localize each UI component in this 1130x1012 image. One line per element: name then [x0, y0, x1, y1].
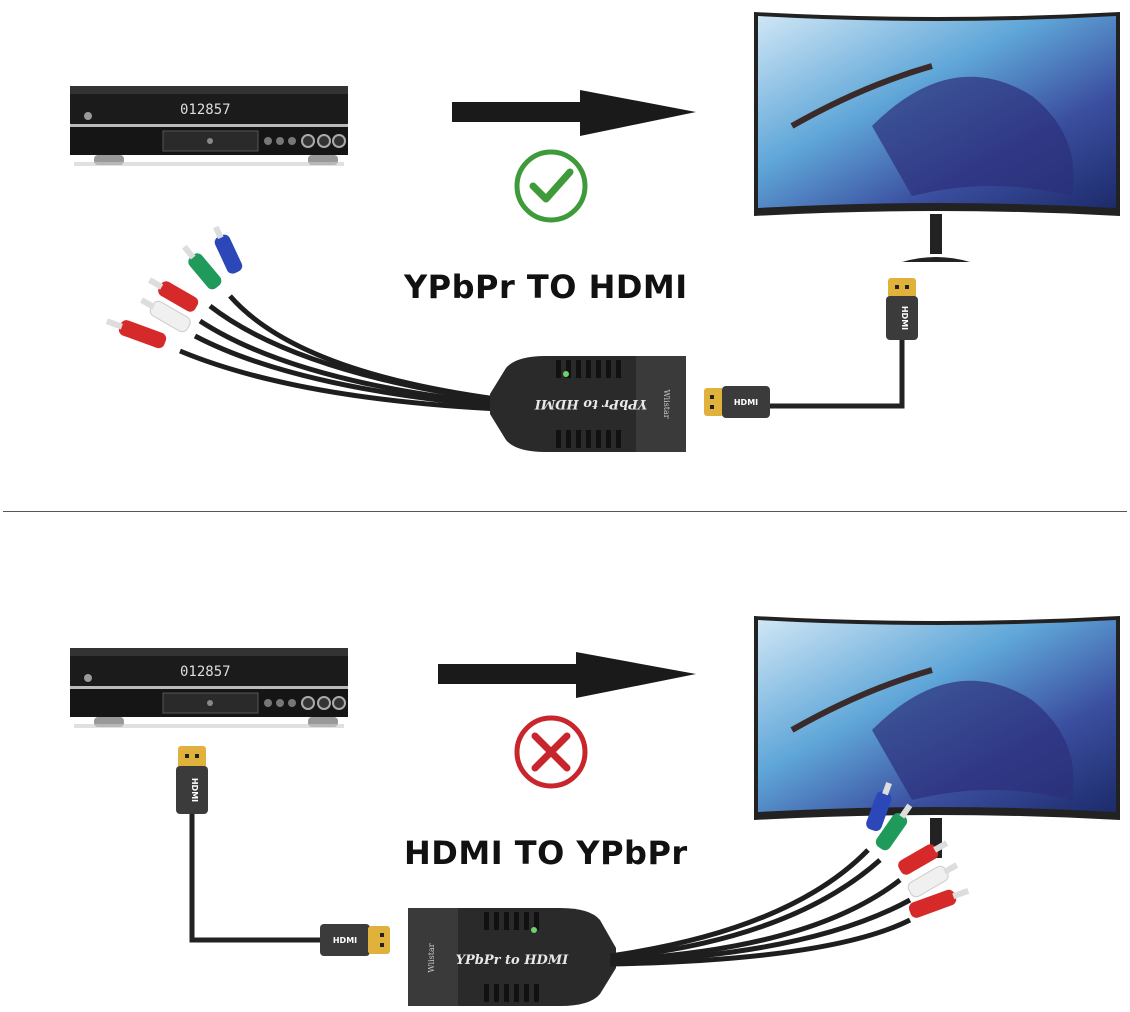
panel-hdmi-to-ypbpr: 012857 HDMI TO YPbPr	[0, 512, 1130, 1012]
section-divider	[3, 511, 1127, 512]
panel-ypbpr-to-hdmi: 012857 YPbPr TO HDMI	[70, 12, 1120, 452]
hdmi-cable-from-dvd: HDMI HDMI	[176, 746, 390, 956]
curved-monitor-illustration	[754, 12, 1120, 262]
dvd-player-illustration: 012857	[70, 648, 348, 728]
arrow-right-icon	[452, 90, 696, 136]
adapter-brand: Wiistar	[427, 943, 436, 972]
adapter-label: YPbPr to HDMI	[456, 953, 569, 968]
ypbpr-to-hdmi-adapter: YPbPr to HDMI Wiistar	[490, 356, 686, 452]
check-circle-icon	[514, 149, 588, 223]
panel-caption: HDMI TO YPbPr	[404, 834, 688, 872]
hdmi-plug-label: HDMI	[190, 778, 199, 802]
curved-monitor-illustration	[754, 616, 1120, 858]
panel-caption: YPbPr TO HDMI	[404, 268, 688, 306]
hdmi-plug-label: HDMI	[900, 306, 909, 330]
svg-text:HDMI: HDMI	[734, 398, 758, 407]
arrow-right-icon	[438, 652, 696, 698]
dvd-display-text: 012857	[180, 102, 231, 118]
adapter-label: YPbPr to HDMI	[534, 396, 647, 411]
svg-text:HDMI: HDMI	[333, 936, 357, 945]
dvd-display-text: 012857	[180, 664, 231, 680]
rca-component-cables	[610, 781, 970, 967]
adapter-brand: Wiistar	[662, 389, 671, 418]
ypbpr-to-hdmi-adapter: YPbPr to HDMI Wiistar	[408, 908, 616, 1006]
rca-component-cables	[105, 226, 520, 413]
hdmi-cable-to-monitor: HDMI HDMI	[704, 278, 918, 418]
dvd-player-illustration: 012857	[70, 86, 348, 166]
x-circle-icon	[514, 715, 588, 789]
